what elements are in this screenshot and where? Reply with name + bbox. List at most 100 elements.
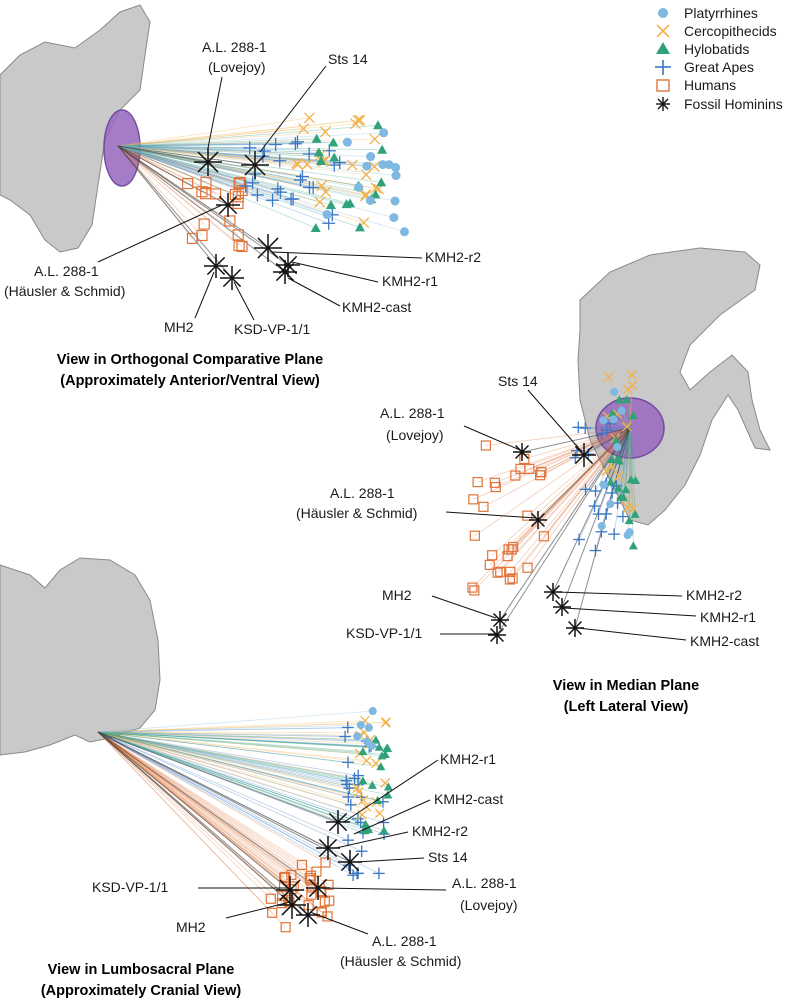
vector-ray-fossil — [117, 145, 209, 163]
marker-plus — [588, 500, 601, 512]
vector-ray — [117, 145, 379, 190]
vector-ray — [97, 731, 389, 788]
label-kmh2-cast: KMH2-cast — [434, 791, 503, 807]
marker-triangle — [376, 762, 386, 771]
marker-circle — [613, 443, 622, 452]
vector-ray — [117, 145, 294, 200]
vector-ray — [97, 731, 369, 830]
vector-ray — [491, 427, 631, 556]
marker-square — [200, 176, 212, 188]
label-al288-lovejoy-sub: (Lovejoy) — [460, 897, 518, 913]
marker-circle — [363, 737, 372, 746]
vector-ray-fossil — [552, 427, 631, 593]
vector-ray — [618, 399, 631, 429]
marker-triangle — [358, 747, 368, 756]
labels-anterior: A.L. 288-1 (Lovejoy) Sts 14 A.L. 288-1 (… — [4, 39, 481, 389]
marker-square — [487, 550, 498, 561]
vector-ray — [97, 731, 370, 745]
marker-triangle — [358, 776, 368, 785]
vector-ray — [117, 145, 322, 162]
vector-ray — [499, 427, 631, 573]
vector-ray — [117, 145, 383, 165]
vector-ray — [629, 427, 634, 509]
fossil-marker — [241, 151, 269, 179]
fossil-marker — [220, 266, 244, 290]
label-al288-lovejoy-sub: (Lovejoy) — [208, 59, 266, 75]
marker-triangle — [373, 120, 384, 130]
vector-ray — [97, 731, 377, 803]
marker-x — [601, 466, 612, 477]
marker-circle — [599, 480, 608, 489]
marker-plus — [569, 451, 582, 464]
vector-ray — [97, 731, 361, 823]
vector-ray — [509, 427, 631, 573]
legend-label-cercopithecids: Cercopithecids — [684, 23, 777, 39]
vector-ray — [97, 731, 362, 852]
marker-plus — [579, 422, 592, 434]
marker-plus — [589, 485, 602, 497]
leader-kmh2-r2 — [335, 831, 409, 849]
vector-ray — [541, 427, 631, 473]
marker-circle — [322, 210, 332, 220]
label-al288-lovejoy: A.L. 288-1 — [452, 875, 517, 891]
markers-median — [467, 369, 641, 596]
vector-ray — [629, 427, 636, 481]
vector-ray — [97, 731, 349, 763]
marker-plus — [342, 756, 354, 769]
marker-plus — [600, 508, 613, 520]
vector-ray — [117, 145, 263, 157]
marker-plus — [589, 544, 602, 557]
vector-ray — [495, 427, 631, 488]
vector-ray — [97, 731, 385, 835]
marker-x — [303, 112, 315, 124]
vector-ray — [97, 731, 370, 748]
marker-triangle — [628, 541, 638, 550]
fossil-marker — [529, 511, 547, 529]
vector-ray — [97, 731, 367, 807]
vector-ray-fossil — [117, 145, 217, 267]
leader-kmh2-cast — [353, 799, 431, 835]
vector-ray — [117, 145, 240, 246]
vector-ray — [97, 731, 311, 879]
marker-x — [314, 196, 326, 208]
leader-mh2 — [431, 595, 497, 619]
marker-x — [621, 421, 632, 432]
vector-ray — [117, 145, 239, 204]
marker-plus — [243, 141, 257, 155]
vector-ray — [117, 145, 353, 166]
vector-ray — [117, 145, 372, 200]
vector-ray — [507, 427, 631, 557]
marker-square — [535, 470, 546, 481]
vector-ray — [117, 119, 358, 147]
vector-ray — [483, 427, 631, 508]
marker-plus — [273, 185, 287, 199]
fossil-marker — [216, 193, 240, 217]
marker-plus — [617, 510, 629, 523]
vector-ray-fossil — [117, 145, 233, 279]
vector-ray — [97, 731, 358, 737]
marker-circle — [364, 723, 373, 732]
label-ksd: KSD-VP-1/1 — [346, 625, 422, 641]
marker-plus — [341, 721, 354, 734]
marker-plus — [295, 170, 309, 184]
vector-ray — [117, 145, 367, 167]
fossil-marker — [488, 626, 506, 644]
marker-circle — [617, 406, 626, 415]
vector-ray — [97, 731, 294, 887]
fossil-marker — [326, 810, 350, 834]
vector-ray-fossil — [97, 731, 291, 891]
marker-circle — [399, 227, 409, 237]
panel-cranial-view: KMH2-r1 KMH2-cast KMH2-r2 Sts 14 KSD-VP-… — [0, 557, 518, 999]
vector-ray — [627, 427, 631, 508]
marker-x — [298, 123, 309, 135]
vector-ray — [539, 427, 631, 476]
marker-triangle — [613, 453, 623, 463]
leader-al288-lovejoy — [463, 425, 521, 451]
vector-ray — [97, 731, 283, 904]
label-al288-lovejoy: A.L. 288-1 — [380, 405, 445, 421]
vector-ray — [629, 427, 636, 515]
vector-ray — [97, 731, 317, 873]
vector-ray — [97, 731, 386, 755]
marker-x — [346, 159, 358, 171]
vector-ray — [627, 389, 631, 429]
